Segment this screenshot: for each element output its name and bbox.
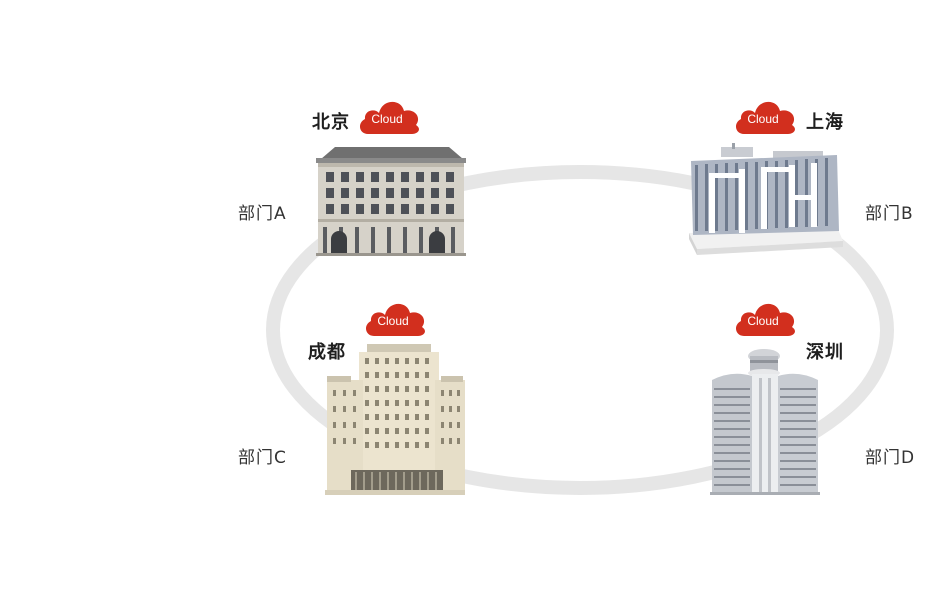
city-label-chengdu: 成都	[308, 342, 346, 363]
department-label-c: 部门C	[238, 448, 287, 468]
cloud-icon: Cloud	[362, 298, 428, 338]
city-label-shenzhen: 深圳	[806, 342, 844, 363]
cloud-label: Cloud	[747, 112, 779, 126]
office-building-icon	[689, 143, 843, 255]
cloud-label: Cloud	[377, 314, 409, 328]
cloud-icon: Cloud	[732, 96, 798, 136]
office-building-icon	[325, 344, 465, 495]
department-label-a: 部门A	[238, 204, 287, 224]
department-label-d: 部门D	[865, 448, 916, 468]
cloud-label: Cloud	[747, 314, 779, 328]
cloud-label: Cloud	[371, 112, 403, 126]
cloud-icon: Cloud	[356, 96, 422, 136]
city-label-beijing: 北京	[312, 112, 350, 133]
city-label-shanghai: 上海	[806, 112, 844, 133]
office-building-icon	[316, 147, 466, 256]
department-label-b: 部门B	[865, 204, 914, 224]
cloud-icon: Cloud	[732, 298, 798, 338]
office-building-icon	[710, 349, 820, 495]
